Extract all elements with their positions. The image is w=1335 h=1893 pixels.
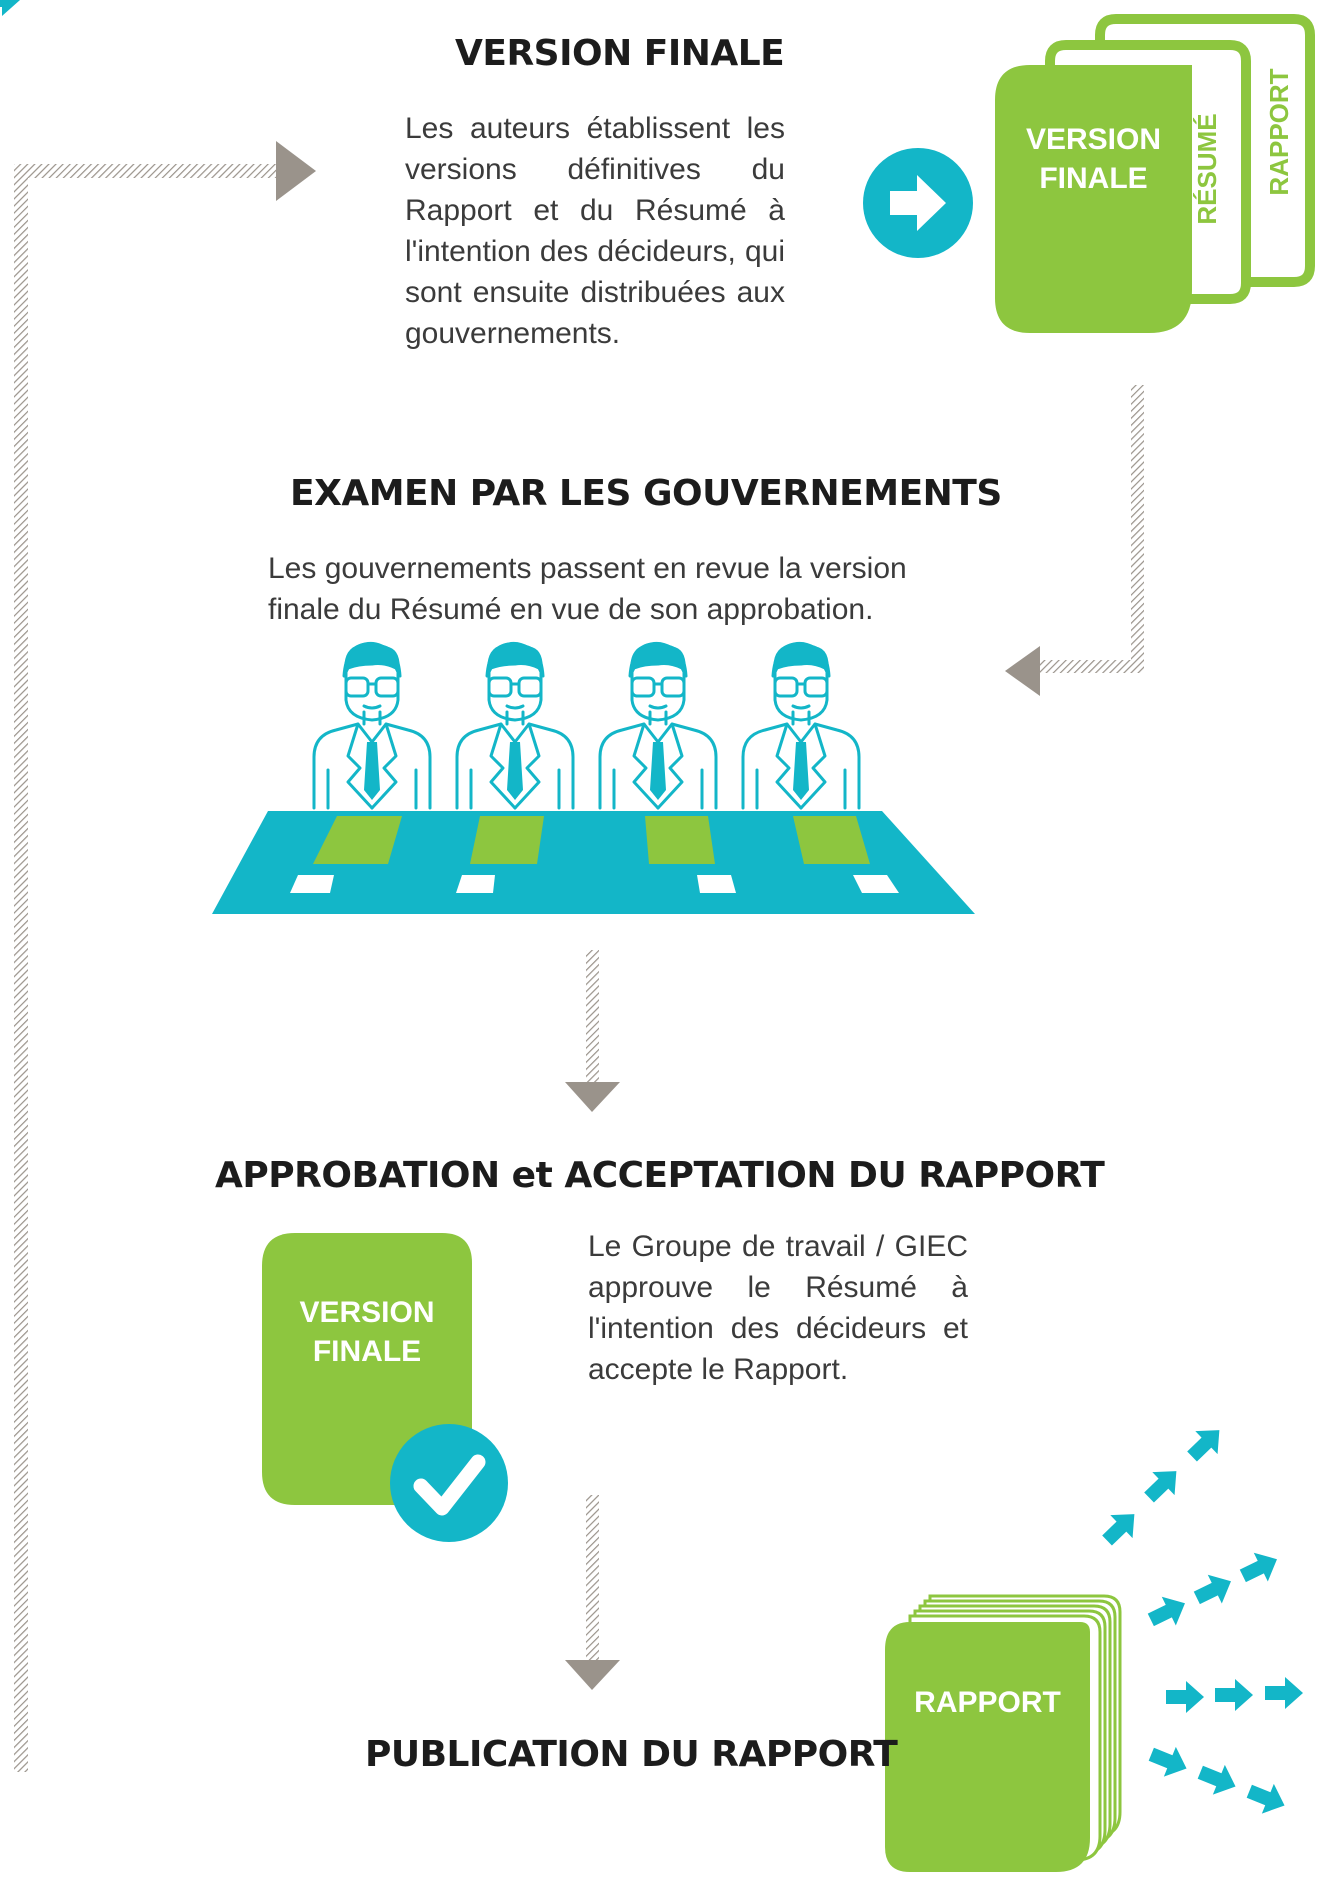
published-report-stack bbox=[885, 1594, 1122, 1872]
final-version-description: Les auteurs établissent les versions déf… bbox=[405, 112, 785, 350]
flow-arrow-icon bbox=[1005, 385, 1144, 696]
publication-title: PUBLICATION DU RAPPORT bbox=[365, 1734, 898, 1775]
final-version-document bbox=[995, 65, 1192, 333]
report-document-label: RAPPORT bbox=[1264, 68, 1294, 196]
approved-document-label: VERSION FINALE bbox=[299, 1296, 435, 1368]
loop-connector-arrow bbox=[14, 141, 316, 1772]
government-table bbox=[212, 811, 975, 914]
summary-document-label: RÉSUMÉ bbox=[1192, 113, 1222, 225]
final-version-title: VERSION FINALE bbox=[455, 33, 785, 74]
checkmark-icon bbox=[390, 1424, 508, 1542]
government-delegate-icon bbox=[312, 641, 432, 810]
approval-description: Le Groupe de travail / GIEC approuve le … bbox=[588, 1230, 968, 1386]
government-review-description: Les gouvernements passent en revue la ve… bbox=[268, 552, 907, 626]
flow-arrow-icon bbox=[565, 950, 620, 1112]
government-review-title: EXAMEN PAR LES GOUVERNEMENTS bbox=[290, 473, 1002, 514]
approval-title: APPROBATION et ACCEPTATION DU RAPPORT bbox=[215, 1155, 1105, 1196]
final-version-document-label: VERSION FINALE bbox=[1025, 123, 1162, 195]
flow-arrow-icon bbox=[565, 1495, 620, 1690]
distribution-arrow-icon bbox=[0, 0, 20, 16]
published-report-label: RAPPORT bbox=[914, 1686, 1061, 1719]
right-arrow-icon bbox=[863, 148, 973, 258]
